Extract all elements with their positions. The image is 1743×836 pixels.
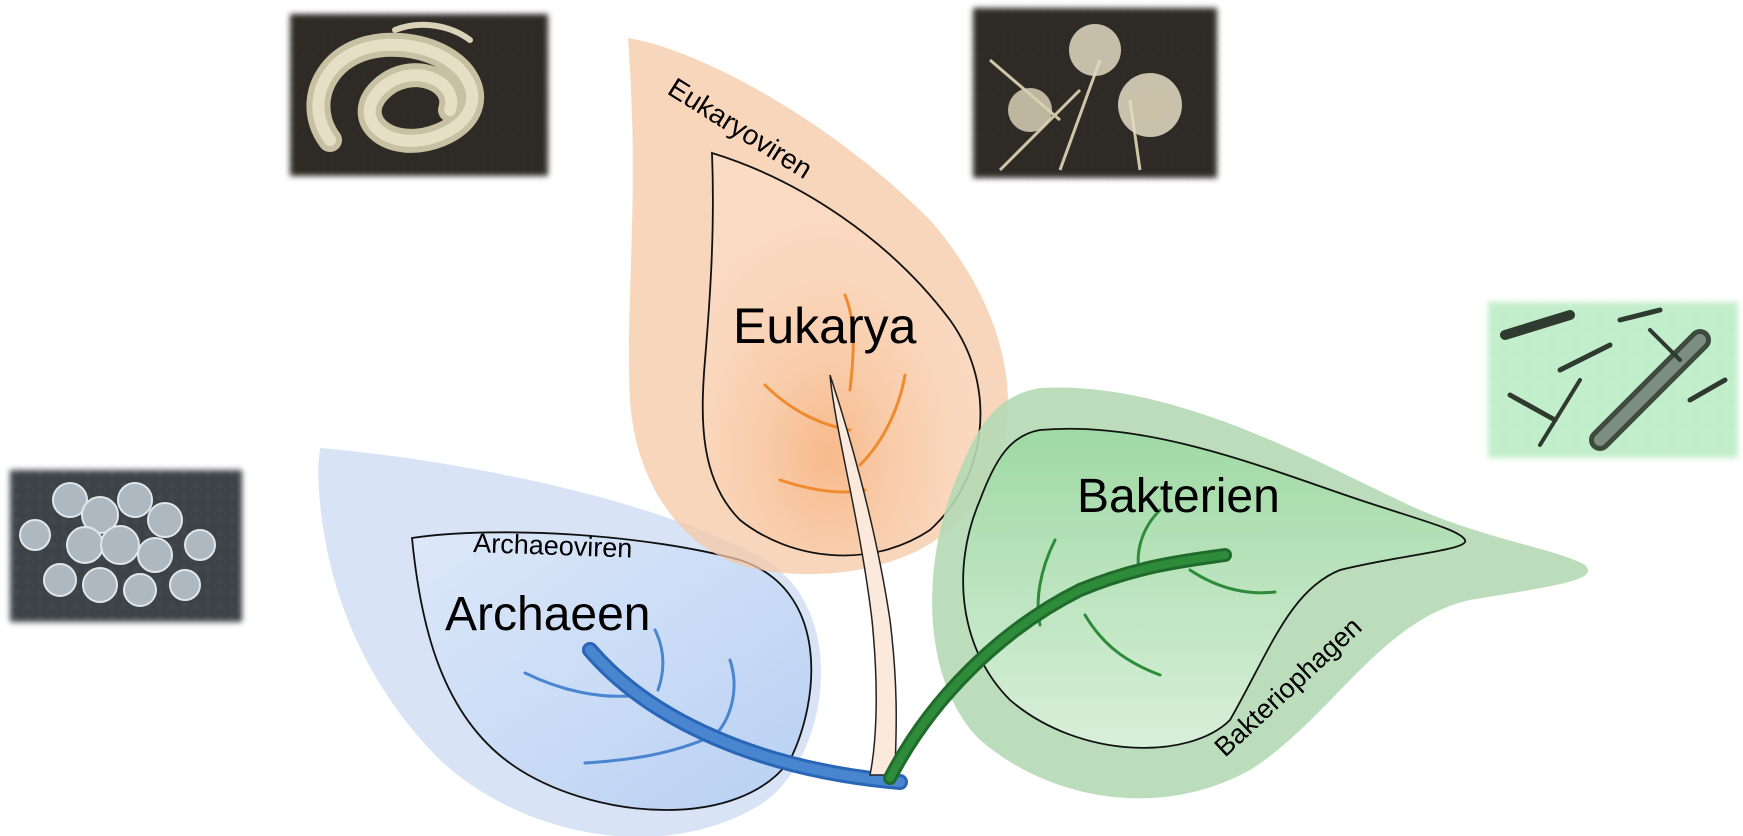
eukarya-label: Eukarya: [733, 298, 917, 354]
cocci-photo: [10, 470, 242, 622]
bacteria-leaf: Bakterien Bakteriophagen: [890, 387, 1588, 798]
archaea-virus-label: Archaeoviren: [473, 528, 633, 564]
rod-bacteria-photo: [1488, 302, 1738, 458]
archaea-label: Archaeen: [445, 588, 650, 641]
bacteria-label: Bakterien: [1077, 470, 1280, 523]
fungus-photo: [973, 8, 1217, 178]
spirillum-photo: [290, 14, 548, 176]
